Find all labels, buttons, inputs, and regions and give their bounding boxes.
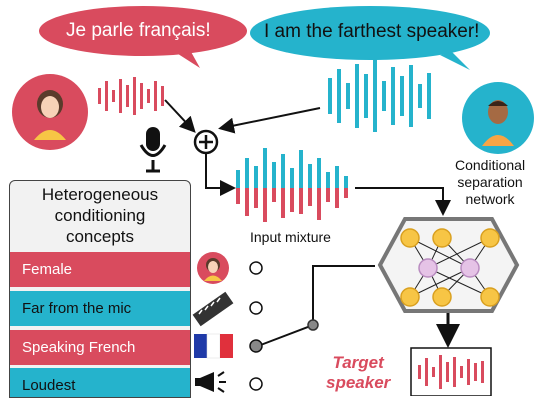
speech-bubble-right <box>250 6 490 70</box>
mixture-bar-bottom <box>272 188 276 202</box>
waveform-bar <box>328 78 332 114</box>
panel-title: Heterogeneous conditioning concepts <box>41 185 159 246</box>
plus-mixer-icon <box>193 129 219 155</box>
mixture-bar-bottom <box>236 188 240 204</box>
mixture-bar-bottom <box>245 188 249 216</box>
mixture-bar-top <box>281 154 285 188</box>
mixture-bar-top <box>236 170 240 188</box>
arrow-mixture-to-network <box>355 187 451 216</box>
waveform-bar <box>439 355 442 389</box>
mixture-bar-top <box>317 158 321 188</box>
mixture-bar-top <box>254 166 258 188</box>
mixture-bar-bottom <box>290 188 294 212</box>
waveform-bar <box>432 367 435 377</box>
concept-row-french[interactable]: Speaking French <box>10 330 190 365</box>
target-waveform <box>418 355 484 389</box>
bubble-right-text: I am the farthest speaker! <box>264 21 480 42</box>
mixture-bar-bottom <box>317 188 321 220</box>
waveform-bar <box>453 357 456 387</box>
red-waveform <box>98 77 164 115</box>
waveform-bar <box>391 67 395 125</box>
waveform-bar <box>133 77 136 115</box>
mixture-bar-bottom <box>344 188 348 198</box>
waveform-bar <box>105 81 108 111</box>
conditioning-panel: Heterogeneous conditioning concepts Fema… <box>9 180 191 398</box>
waveform-bar <box>382 81 386 111</box>
mixture-bar-bottom <box>335 188 339 208</box>
waveform-bar <box>337 69 341 123</box>
waveform-bar <box>481 361 484 383</box>
separation-network <box>377 217 520 313</box>
mixture-bar-bottom <box>299 188 303 214</box>
waveform-bar <box>126 85 129 107</box>
megaphone-icon <box>195 371 226 393</box>
waveform-bar <box>373 60 377 132</box>
concept-row-loudest[interactable]: Loudest <box>10 368 190 397</box>
mixture-bar-top <box>299 150 303 188</box>
waveform-bar <box>418 365 421 379</box>
waveform-bar <box>161 86 164 106</box>
waveform-bar <box>409 65 413 127</box>
select-french[interactable] <box>249 339 263 353</box>
male-speaker-avatar <box>462 82 534 154</box>
mixture-bar-bottom <box>326 188 330 202</box>
arrow-blue-to-mixer <box>218 107 321 134</box>
waveform-bar <box>427 73 431 119</box>
select-female[interactable] <box>249 261 263 275</box>
blue-waveform <box>328 60 431 132</box>
waveform-bar <box>112 90 115 102</box>
arrow-red-to-mixer <box>164 99 196 133</box>
concept-row-far[interactable]: Far from the mic <box>10 291 190 326</box>
mixture-bar-top <box>344 176 348 188</box>
female-avatar-icon <box>197 252 229 284</box>
mixture-bar-bottom <box>254 188 258 208</box>
concept-row-female[interactable]: Female <box>10 252 190 287</box>
waveform-bar <box>346 83 350 109</box>
target-speaker-label: Target speaker <box>326 353 391 392</box>
waveform-bar <box>460 366 463 378</box>
target-output-box <box>410 347 492 396</box>
waveform-bar <box>154 81 157 111</box>
mixture-bar-bottom <box>281 188 285 218</box>
waveform-bar <box>140 83 143 109</box>
bubble-left-text: Je parle français! <box>66 20 211 41</box>
waveform-bar <box>147 89 150 103</box>
mixture-bar-top <box>272 162 276 188</box>
arrow-mixer-to-mixture <box>205 153 236 196</box>
waveform-bar <box>364 74 368 118</box>
input-mixture-label: Input mixture <box>250 229 331 245</box>
mixture-bar-top <box>308 164 312 188</box>
mixture-bar-bottom <box>263 188 267 222</box>
mixture-bar-top <box>335 166 339 188</box>
select-far[interactable] <box>249 301 263 315</box>
ruler-icon <box>192 291 234 327</box>
speech-bubble-left <box>39 6 247 68</box>
input-mixture-waveform <box>236 148 348 222</box>
waveform-bar <box>418 84 422 108</box>
switch-pivot <box>307 319 319 331</box>
waveform-bar <box>98 88 101 104</box>
waveform-bar <box>119 79 122 113</box>
mixture-bar-bottom <box>308 188 312 206</box>
waveform-bar <box>425 358 428 386</box>
waveform-bar <box>355 64 359 128</box>
french-flag-icon <box>194 333 233 359</box>
waveform-bar <box>474 363 477 381</box>
select-loudest[interactable] <box>249 377 263 391</box>
mixture-bar-top <box>290 168 294 188</box>
female-speaker-avatar <box>12 74 88 150</box>
microphone-icon <box>139 127 167 173</box>
selector-switch-line <box>257 265 375 347</box>
mixture-bar-top <box>245 158 249 188</box>
waveform-bar <box>446 362 449 382</box>
mixture-bar-top <box>263 148 267 188</box>
network-caption: Conditional separation network <box>455 157 526 207</box>
mixture-bar-top <box>326 172 330 188</box>
waveform-bar <box>467 359 470 385</box>
waveform-bar <box>400 76 404 116</box>
